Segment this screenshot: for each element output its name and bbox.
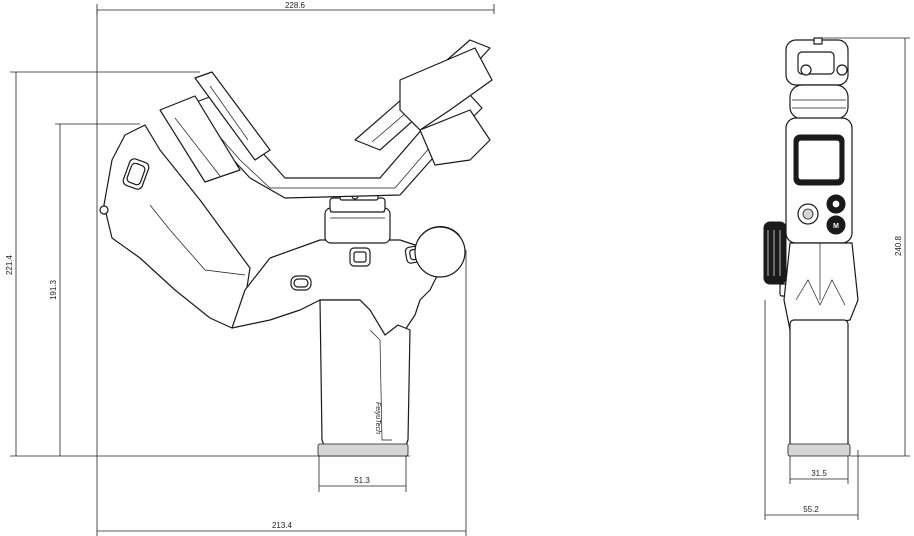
side-lower-body — [783, 242, 859, 331]
side-knurled-dial — [763, 221, 787, 285]
inner-height-label: 191.3 — [49, 279, 58, 300]
side-grip-base — [787, 443, 851, 457]
main-body — [231, 239, 441, 336]
left-quick-release-plate — [194, 71, 271, 161]
brand-logo: FeiyuTech — [374, 402, 381, 434]
mount-stack-bottom — [324, 207, 391, 244]
side-screen — [797, 139, 841, 181]
side-mode-button-label: M — [833, 223, 839, 230]
gimbal-front-view: FeiyuTech — [99, 39, 493, 457]
bottom-width-label: 213.4 — [272, 521, 293, 530]
overall-height-label: 221.4 — [5, 254, 14, 275]
top-width-label: 228.6 — [285, 1, 306, 10]
side-height-label: 240.8 — [894, 235, 903, 256]
handle-width-label: 51.3 — [354, 476, 370, 485]
side-handle-width-label: 31.5 — [811, 469, 827, 478]
side-dial — [414, 226, 466, 278]
front-dimension-lines — [10, 4, 495, 536]
side-grip — [789, 319, 849, 449]
side-mode-button — [826, 215, 846, 235]
gimbal-side-view: M — [763, 37, 859, 457]
grip-base — [317, 443, 409, 457]
pan-arm-v — [179, 94, 483, 199]
side-overall-width-label: 55.2 — [803, 505, 819, 514]
side-motor-ring — [789, 84, 849, 120]
